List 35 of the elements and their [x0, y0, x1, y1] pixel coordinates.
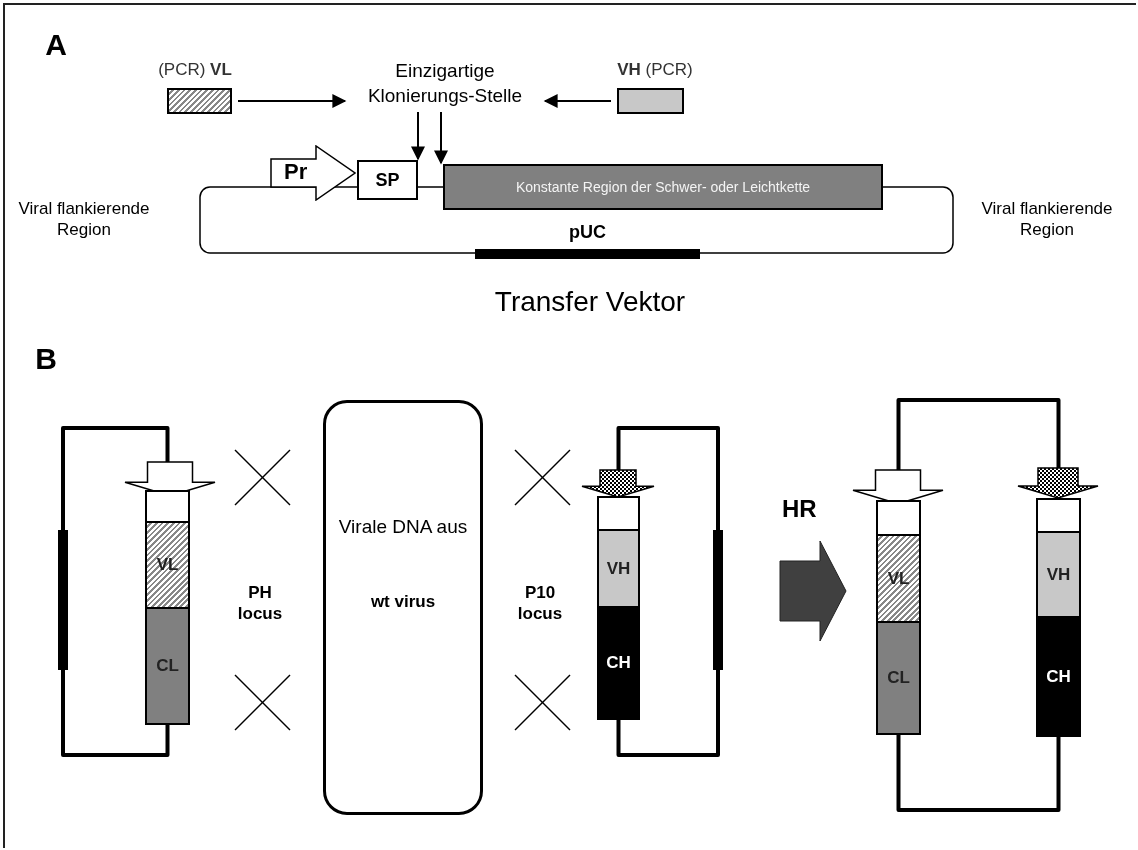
locus-label: PH locus: [236, 582, 284, 625]
locus-label: P10 locus: [516, 582, 564, 625]
region-label: Viral flankierende Region: [17, 198, 151, 241]
fragment-label: VH (PCR): [616, 60, 694, 80]
region-label: Viral flankierende Region: [980, 198, 1114, 241]
gene-segment: [876, 500, 921, 536]
arrow: [543, 94, 612, 108]
segment-label: Pr: [284, 159, 308, 185]
arrow: [411, 111, 425, 161]
gene-segment: CH: [597, 606, 640, 720]
dna-strand: [896, 735, 1061, 812]
panel-letter: B: [34, 341, 58, 377]
gene-segment: VH: [1036, 531, 1081, 618]
arrow: [434, 111, 448, 165]
site-label: Einzigartige Klonierungs-Stelle: [345, 58, 545, 110]
gene-segment: [597, 496, 640, 531]
gene-segment: VL: [145, 521, 190, 609]
vector-element: Konstante Region der Schwer- oder Leichtkette: [443, 164, 883, 210]
gene-segment: [1036, 498, 1081, 533]
segment-label: pUC: [568, 222, 607, 243]
gene-segment: [145, 490, 190, 523]
panel-letter: A: [44, 27, 68, 63]
genome-box: [323, 400, 483, 815]
vector-title: Transfer Vektor: [493, 285, 687, 319]
gene-segment: VH: [597, 529, 640, 608]
arrow: [237, 94, 347, 108]
gene-segment: CL: [876, 621, 921, 735]
vector-element: SP: [357, 160, 418, 200]
gene-segment: CL: [145, 607, 190, 725]
box-text: Virale DNA aus: [337, 515, 469, 539]
box-text: wt virus: [369, 591, 437, 613]
arrow-label: HR: [782, 495, 817, 523]
gene-segment: CH: [1036, 616, 1081, 737]
fragment-label: (PCR) VL: [157, 60, 233, 80]
gene-segment: VL: [876, 534, 921, 623]
